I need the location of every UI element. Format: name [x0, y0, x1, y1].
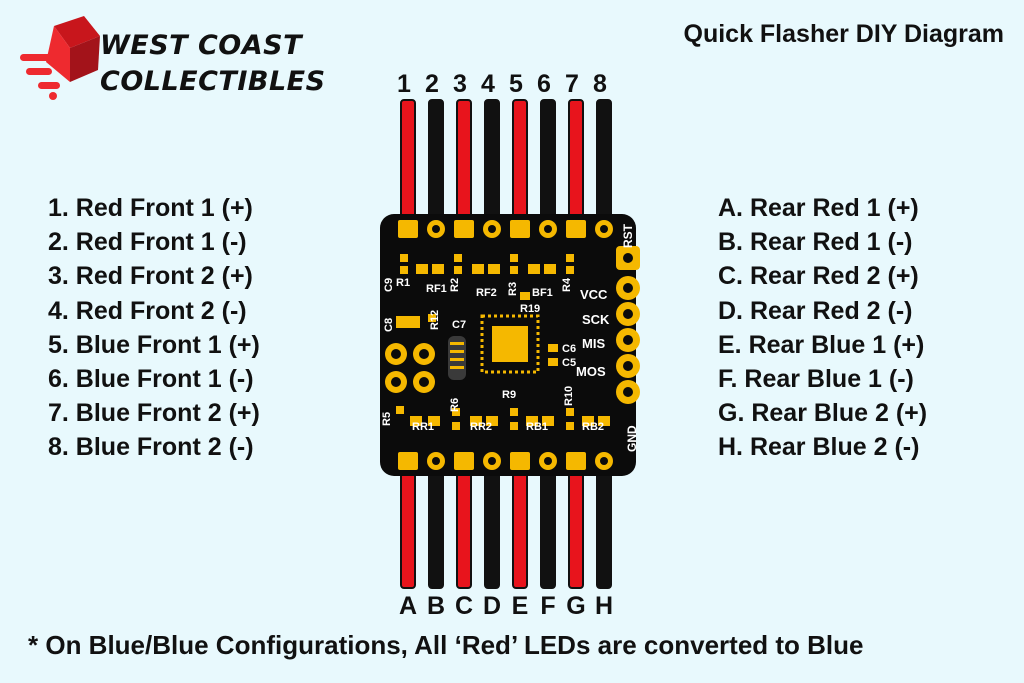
wire-6: [540, 99, 556, 231]
legend-item-3: 3. Red Front 2 (+): [48, 262, 253, 291]
silk-rst: RST: [621, 223, 635, 248]
silk-c9: C9: [383, 278, 395, 292]
silk-rf1: RF1: [426, 283, 447, 295]
wire-2: [428, 99, 444, 231]
silk-sck: SCK: [582, 312, 610, 327]
pin-label-h: H: [594, 592, 614, 620]
logo-line1: WEST COAST: [100, 30, 303, 61]
pin-label-d: D: [482, 592, 502, 620]
wire-7: [568, 99, 584, 231]
logo-line2: COLLECTIBLES: [100, 66, 326, 97]
legend-item-c: C. Rear Red 2 (+): [718, 262, 919, 291]
legend-rear: A. Rear Red 1 (+) B. Rear Red 1 (-) C. R…: [718, 191, 927, 465]
legend-item-4: 4. Red Front 2 (-): [48, 296, 247, 325]
top-wires: [400, 99, 612, 231]
legend-front: 1. Red Front 1 (+) 2. Red Front 1 (-) 3.…: [48, 191, 260, 465]
wire-4: [484, 99, 500, 231]
silk-rb1: RB1: [526, 421, 548, 433]
legend-item-1: 1. Red Front 1 (+): [48, 194, 253, 222]
legend-item-5: 5. Blue Front 1 (+): [48, 330, 260, 359]
pin-label-3: 3: [453, 70, 467, 98]
pin-label-6: 6: [537, 70, 551, 98]
pin-label-a: A: [398, 592, 418, 620]
mcu-chip: [492, 326, 528, 362]
silk-c5: C5: [562, 357, 576, 369]
silk-r3: R3: [507, 282, 519, 296]
bottom-wires: [400, 455, 612, 589]
page-title: Quick Flasher DIY Diagram: [683, 20, 1005, 48]
wire-5: [512, 99, 528, 231]
legend-item-f: F. Rear Blue 1 (-): [718, 365, 914, 394]
silk-rr2: RR2: [470, 421, 492, 433]
smd-components: [396, 254, 610, 430]
silk-r12: R12: [429, 310, 441, 330]
silk-r6: R6: [449, 398, 461, 412]
inductor: [448, 336, 466, 380]
legend-item-6: 6. Blue Front 1 (-): [48, 365, 254, 394]
silk-mos: MOS: [576, 364, 606, 379]
silk-vcc: VCC: [580, 287, 608, 302]
legend-item-7: 7. Blue Front 2 (+): [48, 399, 260, 428]
legend-item-h: H. Rear Blue 2 (-): [718, 433, 920, 462]
legend-item-a: A. Rear Red 1 (+): [718, 194, 919, 222]
silk-rr1: RR1: [412, 421, 434, 433]
pin-label-e: E: [511, 592, 529, 620]
pin-label-f: F: [540, 592, 556, 620]
right-header-pins: [616, 246, 640, 404]
silk-rb2: RB2: [582, 421, 604, 433]
silk-mis: MIS: [582, 336, 605, 351]
silk-c8: C8: [383, 318, 395, 332]
legend-item-b: B. Rear Red 1 (-): [718, 228, 913, 257]
logo-cube-icon: [20, 16, 100, 100]
silk-bf1: BF1: [532, 287, 553, 299]
legend-item-8: 8. Blue Front 2 (-): [48, 433, 254, 462]
silk-r10: R10: [563, 386, 575, 406]
pin-label-g: G: [566, 592, 586, 620]
silk-r1: R1: [396, 277, 410, 289]
wire-1: [400, 99, 416, 231]
pin-label-b: B: [426, 592, 446, 620]
pin-label-2: 2: [425, 70, 439, 98]
pin-label-4: 4: [481, 70, 495, 98]
silk-r2: R2: [449, 278, 461, 292]
silk-r5: R5: [381, 412, 393, 426]
pin-label-7: 7: [565, 70, 579, 98]
silkscreen-labels: RF1 R2 RF2 R3 BF1 R4 VCC R19 SCK MIS MOS…: [381, 223, 639, 452]
legend-item-2: 2. Red Front 1 (-): [48, 228, 247, 257]
silk-c6: C6: [562, 343, 576, 355]
silk-c7: C7: [452, 319, 466, 331]
silk-r9: R9: [502, 389, 516, 401]
silk-r19: R19: [520, 303, 540, 315]
pin-label-5: 5: [509, 70, 523, 98]
pin-label-8: 8: [593, 70, 607, 98]
footnote: * On Blue/Blue Configurations, All ‘Red’…: [28, 630, 864, 660]
wire-8: [596, 99, 612, 231]
legend-item-e: E. Rear Blue 1 (+): [718, 330, 925, 359]
logo-wordmark: WEST COAST COLLECTIBLES: [100, 28, 326, 100]
legend-item-g: G. Rear Blue 2 (+): [718, 399, 928, 428]
silk-r4: R4: [561, 277, 573, 292]
pcb-diagram: RF1 R2 RF2 R3 BF1 R4 VCC R19 SCK MIS MOS…: [380, 99, 640, 589]
pin-label-c: C: [454, 592, 474, 620]
silk-rf2: RF2: [476, 287, 497, 299]
wire-3: [456, 99, 472, 231]
pin-label-1: 1: [397, 70, 411, 98]
silk-gnd: GND: [625, 425, 639, 452]
legend-item-d: D. Rear Red 2 (-): [718, 296, 913, 325]
